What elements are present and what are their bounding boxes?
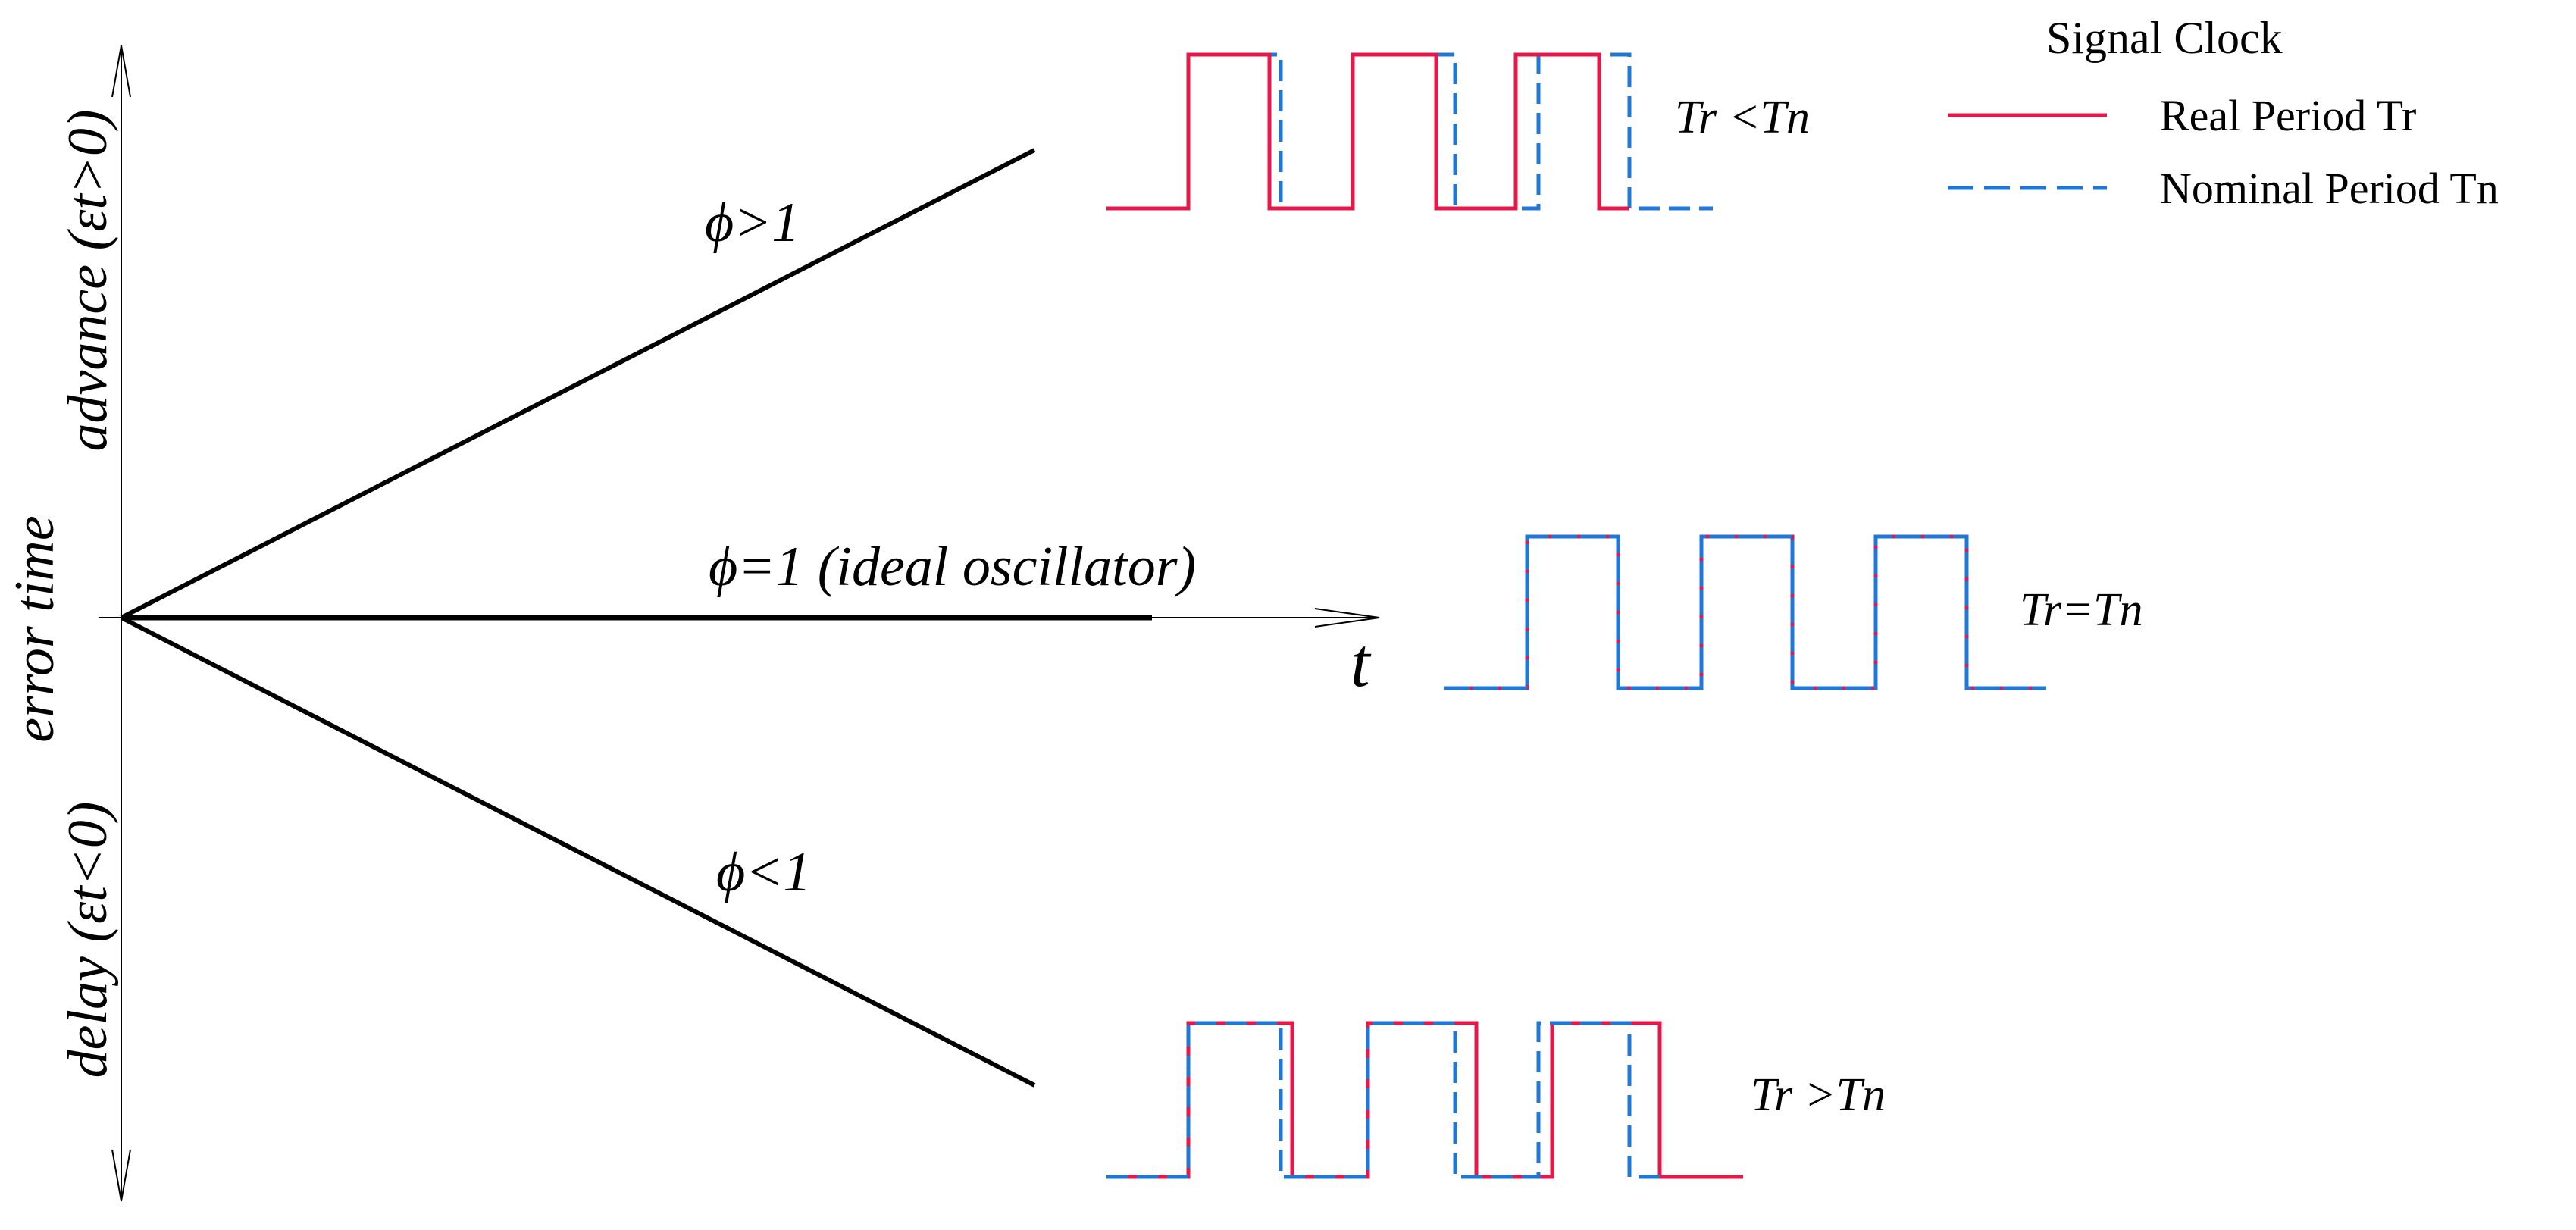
relation-tr-less-tn: Tr <Tn xyxy=(1675,92,1810,143)
legend: Signal Clock Real Period Tr Nominal Peri… xyxy=(1948,13,2499,213)
real-period-wave xyxy=(1106,1021,1743,1179)
real-period-wave xyxy=(1106,52,1629,211)
y-axis-label-delay: delay (εt<0) xyxy=(57,802,119,1078)
legend-title: Signal Clock xyxy=(2046,13,2283,63)
waveform-tr-less-tn xyxy=(1106,52,1713,211)
error-line-delay xyxy=(120,615,1036,1088)
time-axis-label: t xyxy=(1351,624,1372,701)
error-time-axis xyxy=(111,45,131,1202)
legend-label-real: Real Period Tr xyxy=(2160,91,2416,140)
label-phi-equal: ϕ=1 (ideal oscillator) xyxy=(709,536,1196,598)
waveform-tr-equal-tn xyxy=(1444,534,2046,690)
nominal-period-wave xyxy=(1106,52,1713,211)
nominal-period-wave xyxy=(1106,1021,1667,1179)
legend-label-nominal: Nominal Period Tn xyxy=(2160,164,2499,213)
nominal-period-wave xyxy=(1444,534,2046,690)
y-axis-label-error-time: error time xyxy=(4,515,66,742)
label-phi-greater: ϕ>1 xyxy=(705,192,800,254)
relation-tr-equal-tn: Tr=Tn xyxy=(2020,584,2143,636)
relation-tr-greater-tn: Tr >Tn xyxy=(1751,1069,1886,1121)
waveform-tr-greater-tn xyxy=(1106,1021,1743,1179)
error-line-advance xyxy=(120,148,1036,620)
real-period-wave xyxy=(1444,534,2046,690)
label-phi-less: ϕ<1 xyxy=(716,841,811,903)
y-axis-label-advance: advance (εt>0) xyxy=(57,110,119,452)
